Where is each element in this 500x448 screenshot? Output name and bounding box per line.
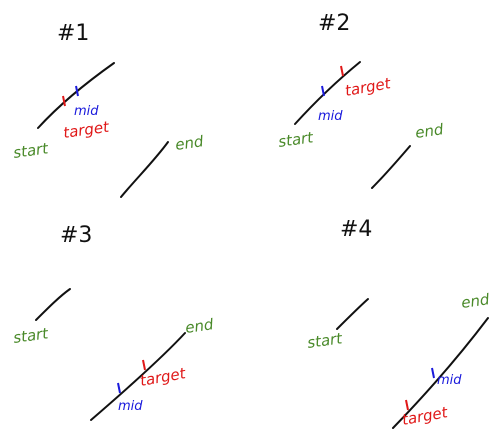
panel-3-target-label: target <box>139 364 188 390</box>
panel-2-start-label: start <box>277 128 315 151</box>
panel-3: #3 mid target start end <box>12 223 215 421</box>
panel-1-end-label: end <box>174 132 205 154</box>
panel-2-mid-label: mid <box>318 109 343 124</box>
panel-2-target-tick <box>340 65 344 77</box>
panel-3-segment-lower <box>90 332 186 421</box>
panel-2-mid-tick <box>321 85 325 97</box>
panel-1-target-label: target <box>62 118 111 142</box>
panel-2-title: #2 <box>318 11 350 36</box>
panel-4-title: #4 <box>340 217 372 242</box>
panel-4-mid-tick <box>431 367 435 379</box>
panel-1-segment-upper <box>37 62 115 129</box>
panel-1: #1 mid target start end <box>12 21 205 198</box>
panel-4-segment-upper <box>336 298 369 330</box>
panel-2-target-label: target <box>344 74 393 100</box>
panel-3-target-tick <box>142 359 146 371</box>
panel-1-start-label: start <box>12 139 50 162</box>
panel-1-target-tick <box>62 95 66 107</box>
panel-1-segment-lower <box>120 141 169 198</box>
panel-2-segment-lower <box>371 145 411 189</box>
panel-3-start-label: start <box>12 324 50 347</box>
panel-4-target-tick <box>405 399 409 411</box>
panel-1-mid-label: mid <box>74 104 99 119</box>
panel-4: #4 mid target start end <box>306 217 491 429</box>
panel-3-mid-label: mid <box>118 399 143 414</box>
panel-2-segment-upper <box>294 61 361 125</box>
panel-1-title: #1 <box>57 21 89 46</box>
panel-3-title: #3 <box>60 223 92 248</box>
panel-4-segment-lower <box>392 317 489 429</box>
panel-4-start-label: start <box>306 329 344 352</box>
panel-2-end-label: end <box>414 120 445 142</box>
panel-4-end-label: end <box>460 290 491 312</box>
panel-3-mid-tick <box>117 382 121 394</box>
panel-3-segment-upper <box>35 288 71 321</box>
panel-3-end-label: end <box>184 315 215 337</box>
panel-4-mid-label: mid <box>437 373 462 388</box>
panel-2: #2 mid target start end <box>277 11 445 189</box>
panel-1-mid-tick <box>75 85 79 97</box>
